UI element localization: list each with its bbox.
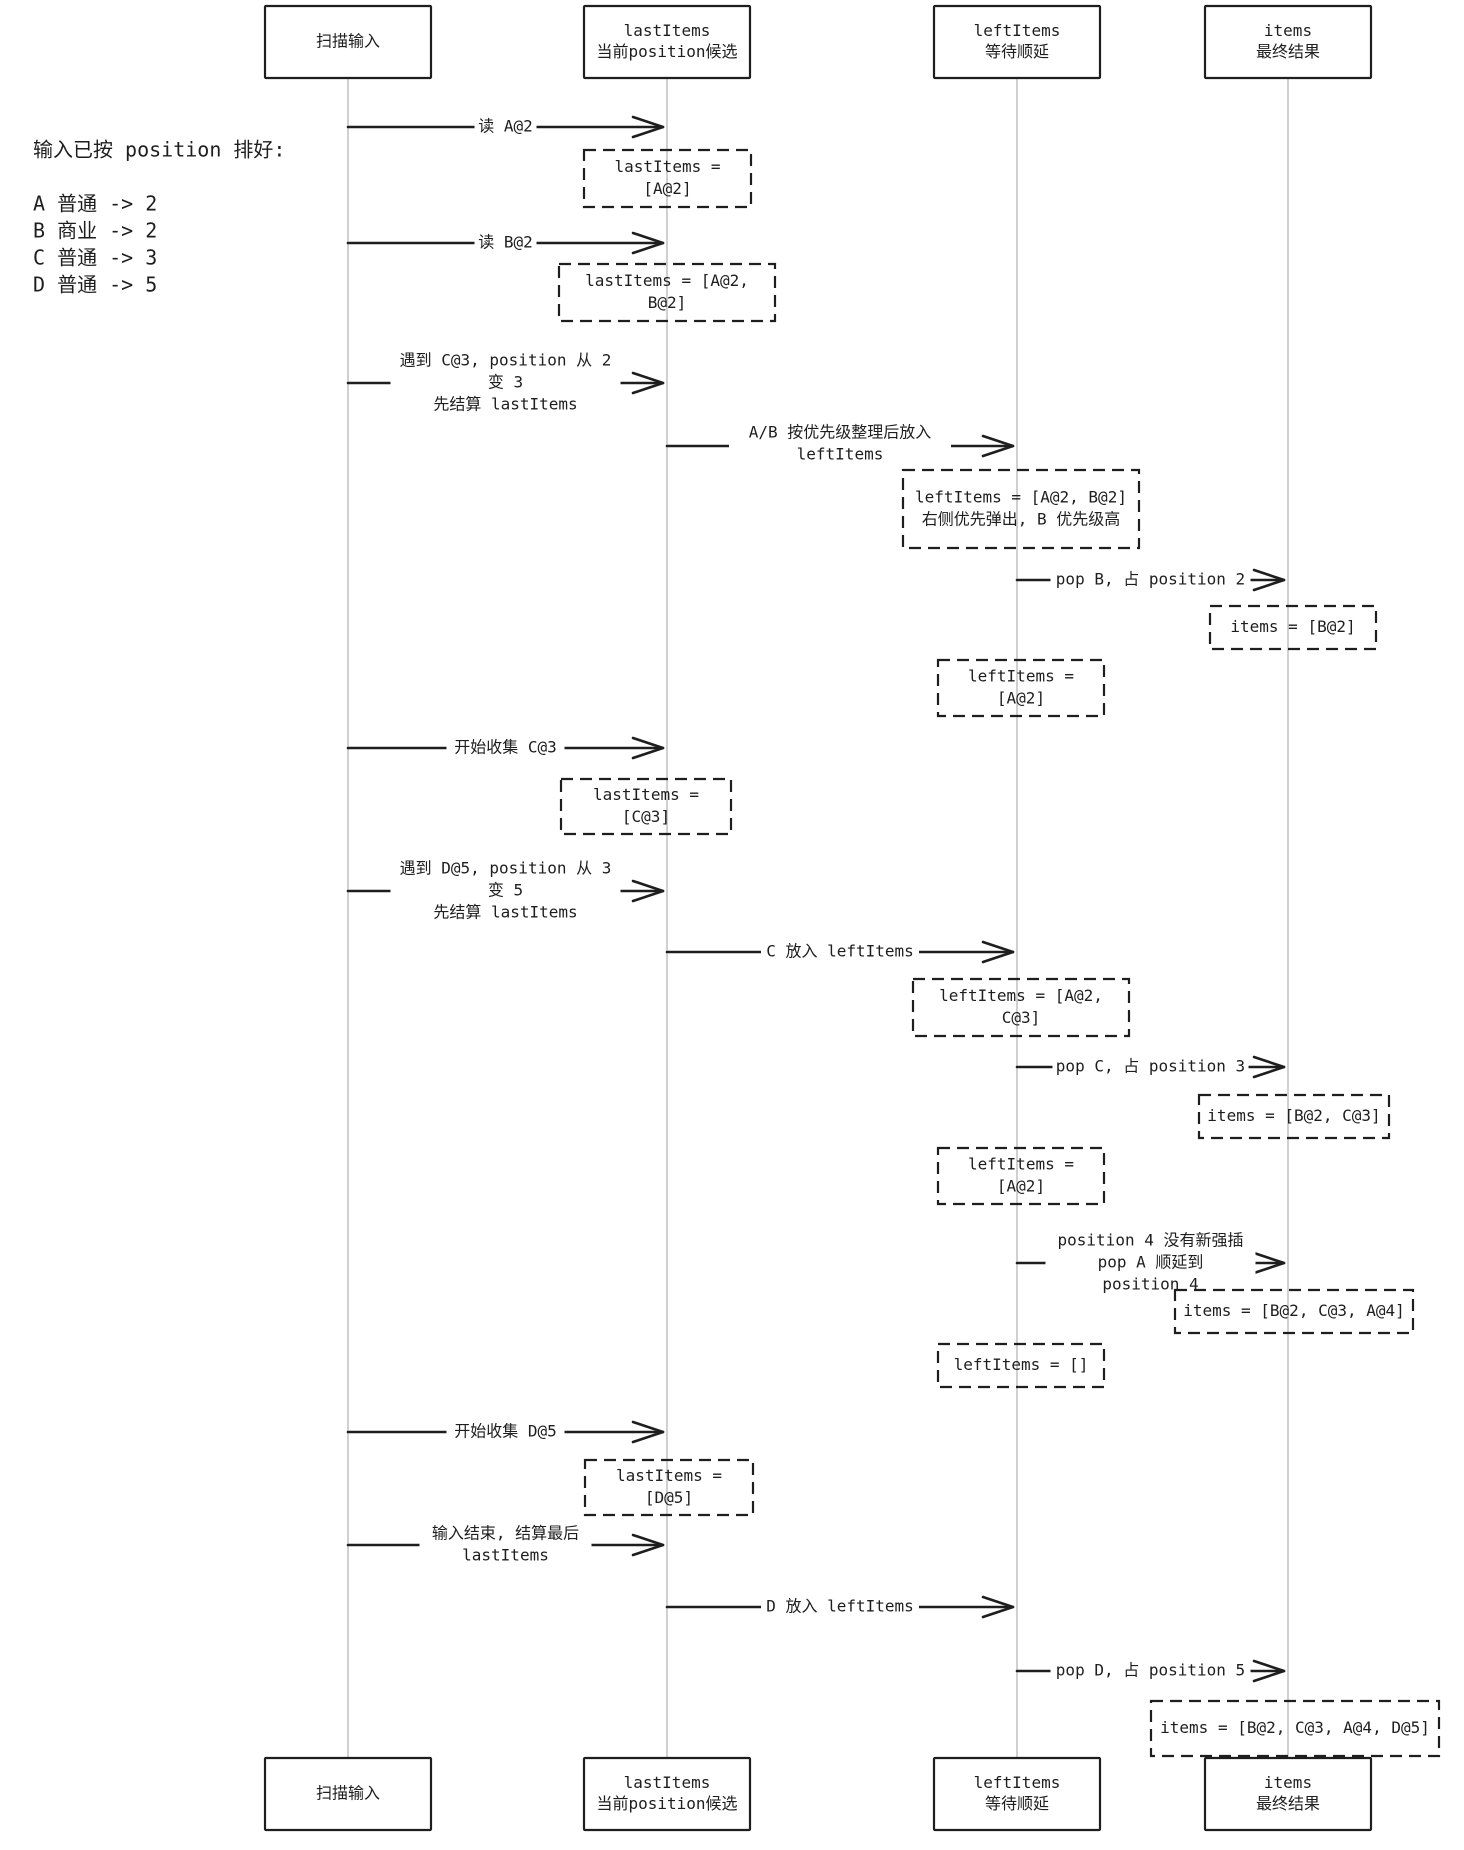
message-label: 开始收集 D@5 — [454, 1422, 557, 1441]
message-label: 先结算 lastItems — [433, 395, 577, 414]
state-note-text: C@3] — [1002, 1008, 1041, 1027]
state-note: lastItems = [A@2, B@2] — [557, 262, 777, 323]
state-note-text: items = [B@2, C@3, A@4, D@5] — [1160, 1718, 1430, 1737]
message-arrow: pop B, 占 position 2 — [1015, 568, 1286, 592]
message-arrow: C 放入 leftItems — [665, 940, 1015, 964]
message-arrow: A/B 按优先级整理后放入 leftItems — [665, 421, 1015, 467]
message-arrow: 遇到 D@5, position 从 3 变 5 先结算 lastItems — [346, 857, 665, 925]
participant-label: 等待顺延 — [985, 1794, 1049, 1813]
participant-items-bottom: items 最终结果 — [1203, 1756, 1373, 1832]
participant-last-top: lastItems 当前position候选 — [582, 4, 752, 80]
participant-label: 等待顺延 — [985, 42, 1049, 61]
participant-label: 扫描输入 — [316, 32, 380, 51]
participant-label: 当前position候选 — [596, 1794, 737, 1813]
state-note-text: lastItems = — [616, 1466, 722, 1485]
state-note-text: lastItems = — [615, 157, 721, 176]
message-arrow: 开始收集 D@5 — [346, 1420, 665, 1444]
state-note-text: lastItems = — [593, 785, 699, 804]
message-arrow: 开始收集 C@3 — [346, 736, 665, 760]
message-label: pop D, 占 position 5 — [1056, 1661, 1245, 1680]
side-note-line: D 普通 -> 5 — [33, 273, 157, 297]
state-note-text: leftItems = [] — [954, 1355, 1089, 1374]
side-note-line: C 普通 -> 3 — [33, 246, 157, 270]
state-note-text: leftItems = — [968, 1155, 1074, 1174]
message-arrow: D 放入 leftItems — [665, 1595, 1015, 1619]
state-note-text: [C@3] — [622, 807, 670, 826]
participant-left-top: leftItems 等待顺延 — [932, 4, 1102, 80]
participant-label: 最终结果 — [1256, 1794, 1320, 1813]
message-label: 输入结束, 结算最后 — [432, 1524, 579, 1543]
side-note-line: A 普通 -> 2 — [33, 192, 157, 216]
state-note-text: B@2] — [648, 293, 687, 312]
state-note: leftItems = [A@2] — [936, 658, 1106, 718]
message-label: lastItems — [462, 1546, 549, 1565]
message-label: 遇到 C@3, position 从 2 — [400, 351, 612, 370]
participant-label: 最终结果 — [1256, 42, 1320, 61]
message-label: 读 B@2 — [478, 233, 533, 252]
state-note: lastItems = [C@3] — [559, 777, 733, 836]
state-note-text: [A@2] — [997, 689, 1045, 708]
participant-left-bottom: leftItems 等待顺延 — [932, 1756, 1102, 1832]
state-note-text: leftItems = [A@2, B@2] — [915, 488, 1127, 507]
state-note-text: [D@5] — [645, 1488, 693, 1507]
message-label: D 放入 leftItems — [766, 1597, 914, 1616]
state-note: items = [B@2] — [1208, 604, 1378, 651]
message-label: pop A 顺延到 — [1098, 1253, 1204, 1272]
participant-label: leftItems — [974, 1773, 1061, 1792]
state-note: items = [B@2, C@3] — [1197, 1093, 1391, 1140]
participant-label: items — [1264, 21, 1312, 40]
message-label: position 4 没有新强插 — [1058, 1231, 1244, 1250]
state-note: leftItems = [A@2, C@3] — [911, 977, 1131, 1038]
message-label: leftItems — [797, 445, 884, 464]
message-arrow: 读 A@2 — [346, 115, 665, 139]
message-label: 遇到 D@5, position 从 3 — [400, 859, 612, 878]
state-note-text: [A@2] — [643, 179, 691, 198]
state-note-text: leftItems = — [968, 667, 1074, 686]
state-note: leftItems = [A@2, B@2] 右侧优先弹出, B 优先级高 — [901, 468, 1141, 550]
state-note-text: items = [B@2, C@3] — [1207, 1106, 1380, 1125]
participant-items-top: items 最终结果 — [1203, 4, 1373, 80]
message-label: pop B, 占 position 2 — [1056, 570, 1245, 589]
message-arrow: 遇到 C@3, position 从 2 变 3 先结算 lastItems — [346, 349, 665, 417]
participant-last-bottom: lastItems 当前position候选 — [582, 1756, 752, 1832]
state-note: lastItems = [A@2] — [582, 148, 753, 209]
message-label: position 4 — [1102, 1275, 1198, 1294]
message-label: 开始收集 C@3 — [454, 738, 557, 757]
message-label: 变 3 — [488, 373, 523, 392]
message-label: 读 A@2 — [478, 117, 533, 136]
message-arrow: position 4 没有新强插 pop A 顺延到 position 4 — [1015, 1229, 1286, 1297]
participant-scan-top: 扫描输入 — [263, 4, 433, 80]
state-note: leftItems = [A@2] — [936, 1146, 1106, 1206]
state-note-text: 右侧优先弹出, B 优先级高 — [922, 510, 1121, 529]
message-arrow: pop D, 占 position 5 — [1015, 1659, 1286, 1683]
participant-label: lastItems — [624, 21, 711, 40]
message-arrow: 读 B@2 — [346, 231, 665, 255]
participant-label: 扫描输入 — [316, 1784, 380, 1803]
message-label: pop C, 占 position 3 — [1056, 1057, 1245, 1076]
side-note-line: B 商业 -> 2 — [33, 219, 157, 243]
participant-label: lastItems — [624, 1773, 711, 1792]
side-note-line: 输入已按 position 排好: — [33, 138, 285, 162]
state-note: lastItems = [D@5] — [583, 1458, 755, 1517]
state-note: leftItems = [] — [936, 1342, 1106, 1389]
message-label: A/B 按优先级整理后放入 — [749, 423, 932, 442]
message-label: 变 5 — [488, 881, 523, 900]
state-note-text: items = [B@2, C@3, A@4] — [1183, 1301, 1405, 1320]
participant-label: 当前position候选 — [596, 42, 737, 61]
message-label: C 放入 leftItems — [766, 942, 914, 961]
state-note-text: items = [B@2] — [1230, 617, 1355, 636]
message-arrow: pop C, 占 position 3 — [1015, 1055, 1286, 1079]
state-note-text: [A@2] — [997, 1177, 1045, 1196]
participant-label: items — [1264, 1773, 1312, 1792]
state-note-text: leftItems = [A@2, — [939, 986, 1103, 1005]
participant-label: leftItems — [974, 21, 1061, 40]
message-arrow: 输入结束, 结算最后 lastItems — [346, 1522, 665, 1568]
state-note-text: lastItems = [A@2, — [585, 271, 749, 290]
state-note: items = [B@2, C@3, A@4, D@5] — [1149, 1699, 1441, 1758]
message-label: 先结算 lastItems — [433, 903, 577, 922]
input-order-note: 输入已按 position 排好: A 普通 -> 2 B 商业 -> 2 C 普通 … — [33, 138, 285, 297]
participant-scan-bottom: 扫描输入 — [263, 1756, 433, 1832]
state-note: items = [B@2, C@3, A@4] — [1173, 1288, 1415, 1335]
